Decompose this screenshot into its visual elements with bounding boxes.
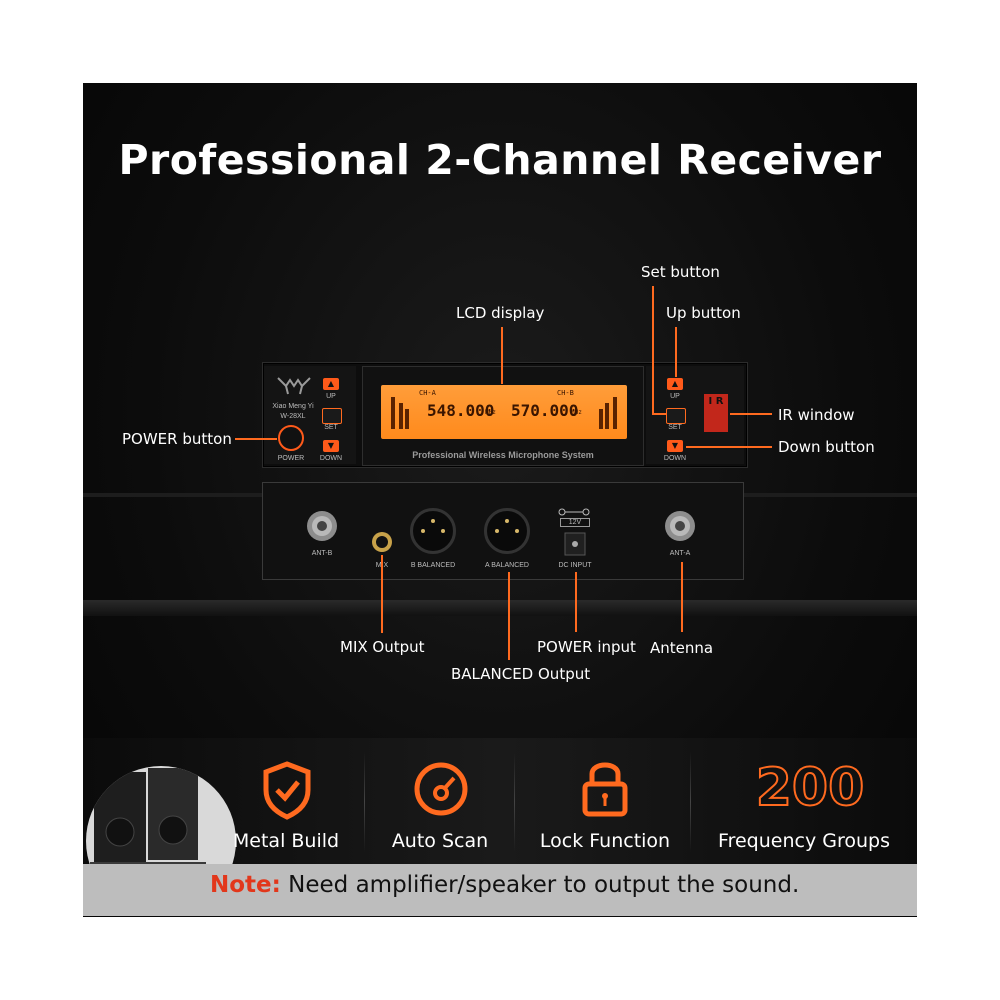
antenna-a-connector-icon [665, 511, 695, 541]
page-title: Professional 2-Channel Receiver [118, 136, 882, 184]
leader-up [675, 327, 677, 377]
lcd-freq-b: 570.000 [511, 401, 579, 420]
shield-check-icon [263, 761, 311, 820]
right-set-label: SET [668, 424, 682, 431]
feature-separator-3 [690, 752, 691, 852]
leader-power-input [575, 572, 577, 632]
frequency-groups-number: 200 [755, 757, 866, 819]
left-up-button[interactable]: ▲ [323, 378, 339, 390]
power-button[interactable] [278, 425, 304, 451]
note-body: Need amplifier/speaker to output the sou… [280, 872, 800, 898]
gauge-icon [414, 762, 468, 816]
xlr-b-connector-icon [410, 508, 456, 554]
left-set-label: SET [324, 424, 338, 431]
ant-b-label: ANT-B [311, 550, 333, 557]
note-prefix: Note: [210, 872, 281, 898]
leader-lcd [501, 327, 503, 384]
leader-mix [381, 555, 383, 633]
left-set-button[interactable] [322, 408, 342, 424]
note-bar [83, 864, 917, 916]
left-up-label: UP [326, 393, 336, 400]
right-down-label: DOWN [663, 455, 687, 462]
callout-up-button: Up button [666, 304, 741, 322]
leader-ir [730, 413, 772, 415]
panel-caption: Professional Wireless Microphone System [412, 450, 594, 460]
callout-antenna: Antenna [650, 639, 714, 657]
leader-balanced [508, 572, 510, 660]
dc-input-label: DC INPUT [558, 562, 592, 569]
callout-power-input: POWER input [537, 638, 636, 656]
right-set-button[interactable] [666, 408, 686, 424]
lcd-level-meter-a-icon [391, 397, 409, 429]
feature-frequency-groups: Frequency Groups [718, 830, 890, 852]
callout-down-button: Down button [778, 438, 875, 456]
note-text: Note: Need amplifier/speaker to output t… [210, 872, 799, 898]
feature-auto-scan: Auto Scan [391, 830, 489, 852]
brand-logo-icon [277, 377, 311, 395]
left-down-label: DOWN [319, 455, 343, 462]
padlock-icon [582, 762, 628, 817]
balanced-a-label: A BALANCED [485, 562, 529, 569]
leader-power [235, 438, 277, 440]
lcd-ch-a: CH-A [419, 389, 436, 397]
right-up-button[interactable]: ▲ [667, 378, 683, 390]
shelf [83, 600, 917, 616]
model-name: W-28XL [280, 413, 306, 420]
callout-set-button: Set button [641, 263, 720, 281]
leader-down [686, 446, 772, 448]
front-right-panel [646, 366, 744, 464]
leader-antenna [681, 562, 683, 632]
ir-window: I R [704, 394, 728, 432]
lcd-unit-b: MHz [571, 409, 582, 416]
brand-name: Xiao Meng Yi [272, 403, 314, 410]
dc-polarity-icon [558, 508, 590, 516]
ant-a-label: ANT-A [669, 550, 691, 557]
mix-jack-icon [372, 532, 392, 552]
xlr-a-connector-icon [484, 508, 530, 554]
lcd-display: CH-A CH-B 548.000 MHz 570.000 MHz [381, 385, 627, 439]
feature-lock-function: Lock Function [539, 830, 671, 852]
dc-voltage-label: 12V [560, 518, 590, 527]
lcd-freq-a: 548.000 [427, 401, 495, 420]
right-up-label: UP [670, 393, 680, 400]
lcd-unit-a: MHz [485, 409, 496, 416]
right-down-button[interactable]: ▼ [667, 440, 683, 452]
leader-set [652, 286, 654, 414]
feature-separator-1 [364, 752, 365, 852]
callout-power-button: POWER button [122, 430, 232, 448]
lcd-ch-b: CH-B [557, 389, 574, 397]
lcd-level-meter-b-icon [599, 397, 617, 429]
feature-separator-2 [514, 752, 515, 852]
callout-mix-output: MIX Output [340, 638, 425, 656]
callout-ir-window: IR window [778, 406, 855, 424]
callout-balanced-output: BALANCED Output [451, 665, 591, 683]
callout-lcd-display: LCD display [456, 304, 545, 322]
leader-set-h [652, 413, 666, 415]
left-down-button[interactable]: ▼ [323, 440, 339, 452]
feature-metal-build: Metal Build [232, 830, 340, 852]
antenna-b-connector-icon [307, 511, 337, 541]
dc-jack-icon [564, 532, 586, 556]
power-label: POWER [277, 455, 305, 462]
balanced-b-label: B BALANCED [410, 562, 456, 569]
